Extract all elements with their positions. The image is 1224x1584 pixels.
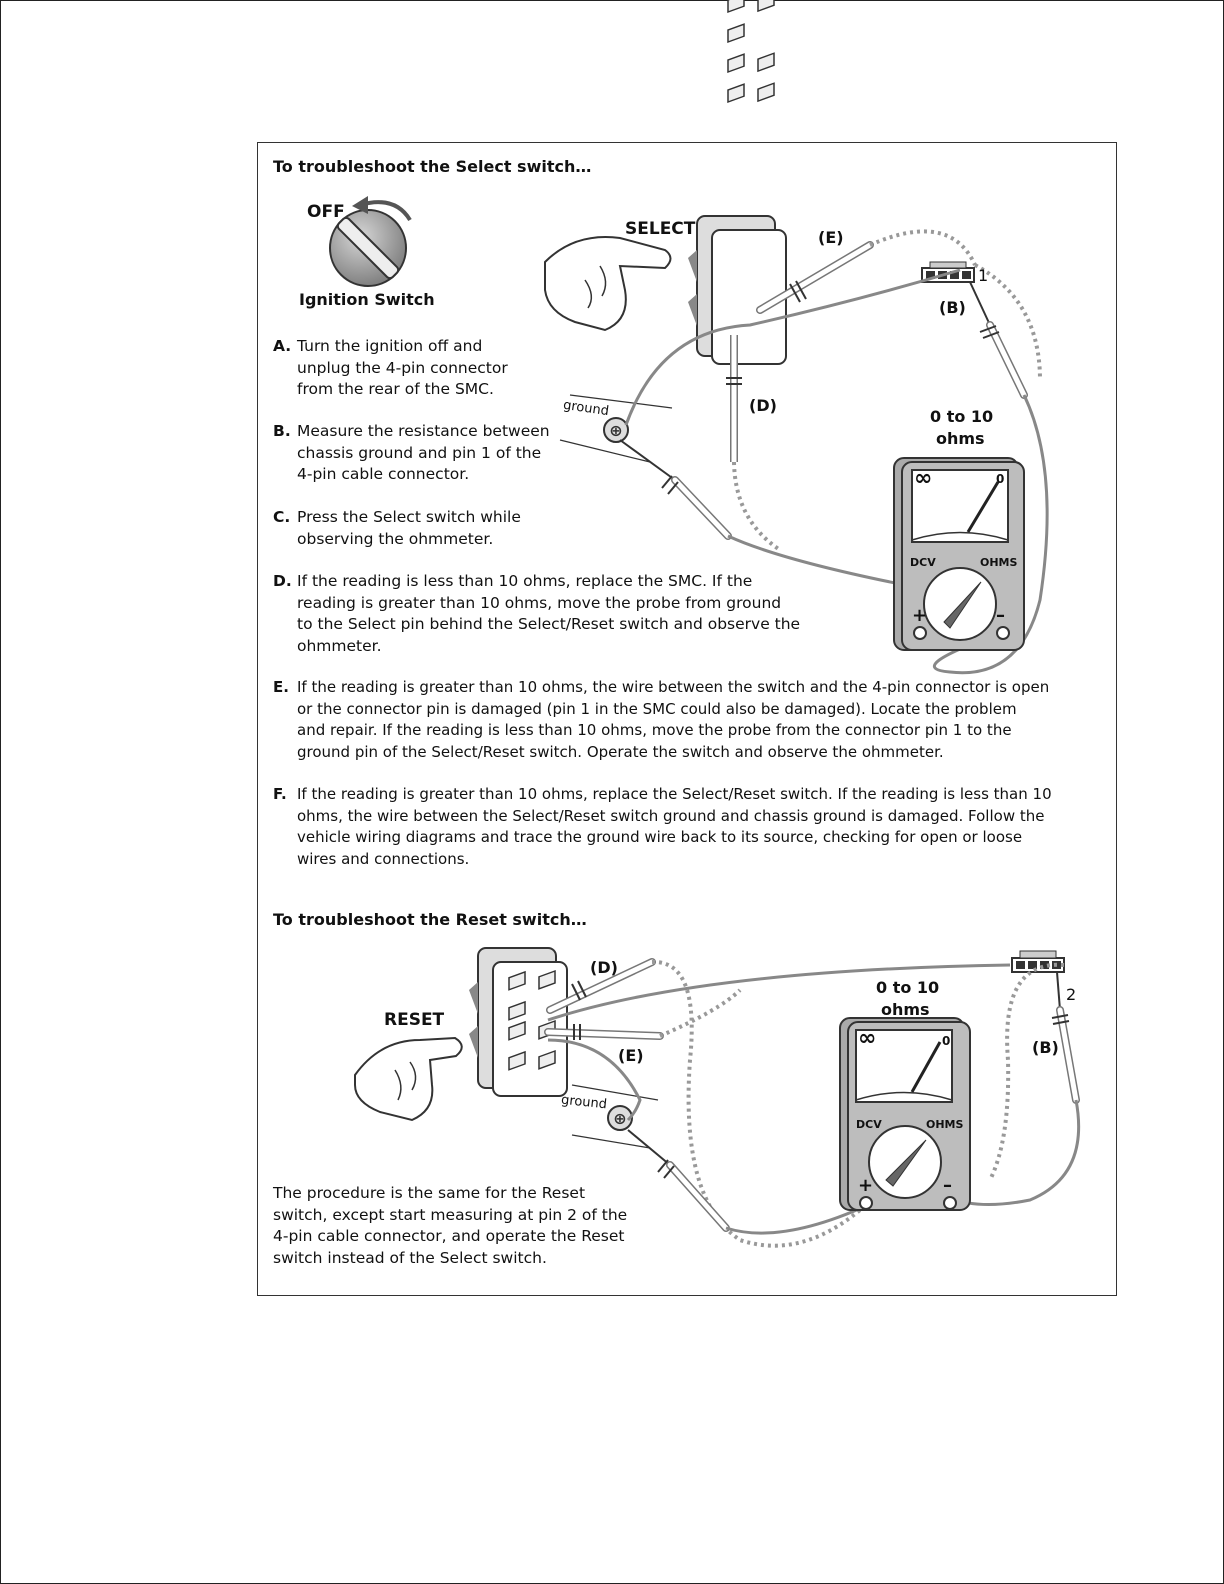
step-line: chassis ground and pin 1 of the	[297, 443, 542, 462]
step-letter: F.	[273, 785, 287, 803]
ignition-off-label: OFF	[307, 202, 345, 222]
select-heading: To troubleshoot the Select switch…	[273, 157, 592, 176]
step-line: If the reading is greater than 10 ohms, …	[297, 678, 1050, 696]
minus-terminal: –	[996, 605, 1005, 626]
step-c: C. Press the Select switch while observi…	[273, 507, 521, 550]
step-line: wires and connections.	[297, 849, 470, 868]
reset-note: The procedure is the same for the Reset …	[273, 1183, 627, 1269]
ohms-label-reset: OHMS	[926, 1118, 964, 1131]
select-switch-body	[688, 0, 787, 365]
probe-e	[756, 229, 977, 314]
ohms-label: OHMS	[980, 556, 1018, 569]
step-letter: C.	[273, 508, 291, 526]
dcv-label: DCV	[910, 556, 936, 569]
callout-e: (E)	[818, 228, 844, 247]
step-line: If the reading is greater than 10 ohms, …	[297, 785, 1052, 803]
callout-b-reset: (B)	[1032, 1038, 1059, 1057]
wires-reset	[547, 962, 1081, 1235]
step-letter: D.	[273, 572, 292, 590]
probe-b-reset	[1051, 971, 1080, 1104]
step-f: F. If the reading is greater than 10 ohm…	[273, 784, 1052, 870]
ohmmeter-reset	[839, 1017, 971, 1211]
step-line: ground pin of the Select/Reset switch. O…	[297, 742, 944, 761]
infinity-symbol-reset: ∞	[858, 1026, 877, 1051]
four-pin-connector-reset	[1011, 950, 1065, 973]
callout-d: (D)	[749, 396, 777, 415]
step-e: E. If the reading is greater than 10 ohm…	[273, 677, 1049, 763]
zero-mark: 0	[996, 472, 1005, 486]
step-line: unplug the 4-pin connector	[297, 358, 508, 377]
step-line: Press the Select switch while	[297, 508, 521, 526]
probe-b	[969, 281, 1028, 399]
callout-d-reset: (D)	[590, 958, 618, 977]
step-line: ohms, the wire between the Select/Reset …	[297, 806, 1045, 825]
note-line: switch, except start measuring at pin 2 …	[273, 1205, 628, 1224]
probe-d-reset	[546, 958, 862, 1248]
pin-number-reset: 2	[1066, 985, 1077, 1004]
callout-e-reset: (E)	[618, 1046, 644, 1065]
step-line: ohmmeter.	[297, 636, 382, 655]
plus-terminal: +	[912, 605, 928, 626]
step-letter: E.	[273, 678, 289, 696]
reset-switch-label: RESET	[384, 1010, 445, 1030]
screw-icon: ⊕	[613, 1109, 626, 1128]
step-line: or the connector pin is damaged (pin 1 i…	[297, 699, 1017, 718]
reset-switch-body	[469, 947, 568, 1097]
step-line: and repair. If the reading is less than …	[297, 721, 1012, 739]
step-letter: A.	[273, 337, 292, 355]
step-line: from the rear of the SMC.	[297, 380, 494, 398]
zero-mark-reset: 0	[942, 1034, 951, 1048]
select-hand-icon	[544, 236, 672, 332]
step-line: observing the ohmmeter.	[297, 529, 494, 548]
infinity-symbol: ∞	[914, 466, 933, 491]
callout-b: (B)	[939, 298, 966, 317]
note-line: 4-pin cable connector, and operate the R…	[273, 1227, 625, 1245]
note-line: The procedure is the same for the Reset	[273, 1184, 586, 1202]
plus-terminal-reset: +	[858, 1175, 874, 1196]
probe-d	[726, 335, 782, 552]
pin-number: 1	[978, 266, 989, 285]
meter-range-line2-reset: ohms	[881, 1000, 930, 1019]
probe-e-reset	[544, 988, 742, 1040]
step-line: vehicle wiring diagrams and trace the gr…	[297, 828, 1023, 846]
reset-heading: To troubleshoot the Reset switch…	[273, 910, 587, 929]
ohmmeter	[893, 457, 1025, 651]
step-line: reading is greater than 10 ohms, move th…	[297, 593, 782, 612]
chassis-ground-reset: ⊕	[571, 1084, 730, 1232]
ignition-caption: Ignition Switch	[299, 290, 435, 309]
step-d: D. If the reading is less than 10 ohms, …	[273, 571, 800, 657]
step-letter: B.	[273, 422, 291, 440]
select-switch-label: SELECT	[625, 219, 696, 239]
screw-icon: ⊕	[609, 421, 622, 440]
step-line: Measure the resistance between	[297, 422, 550, 440]
step-b: B. Measure the resistance between chassi…	[273, 421, 550, 486]
dcv-label-reset: DCV	[856, 1118, 882, 1131]
note-line: switch instead of the Select switch.	[273, 1248, 547, 1267]
step-line: Turn the ignition off and	[297, 337, 483, 355]
content-panel	[257, 142, 1117, 1296]
ignition-switch-graphic	[329, 196, 412, 287]
meter-range-line2: ohms	[936, 429, 985, 448]
step-a: A. Turn the ignition off and unplug the …	[273, 336, 508, 401]
step-line: 4-pin cable connector.	[297, 465, 470, 483]
step-line: to the Select pin behind the Select/Rese…	[297, 615, 801, 633]
step-line: If the reading is less than 10 ohms, rep…	[297, 572, 753, 590]
meter-range-line1-reset: 0 to 10	[876, 978, 940, 997]
minus-terminal-reset: –	[943, 1175, 952, 1196]
meter-range-line1: 0 to 10	[930, 407, 994, 426]
arrow-left-icon	[352, 196, 368, 214]
reset-hand-icon	[354, 1036, 463, 1122]
chassis-ground: ⊕	[559, 394, 732, 540]
